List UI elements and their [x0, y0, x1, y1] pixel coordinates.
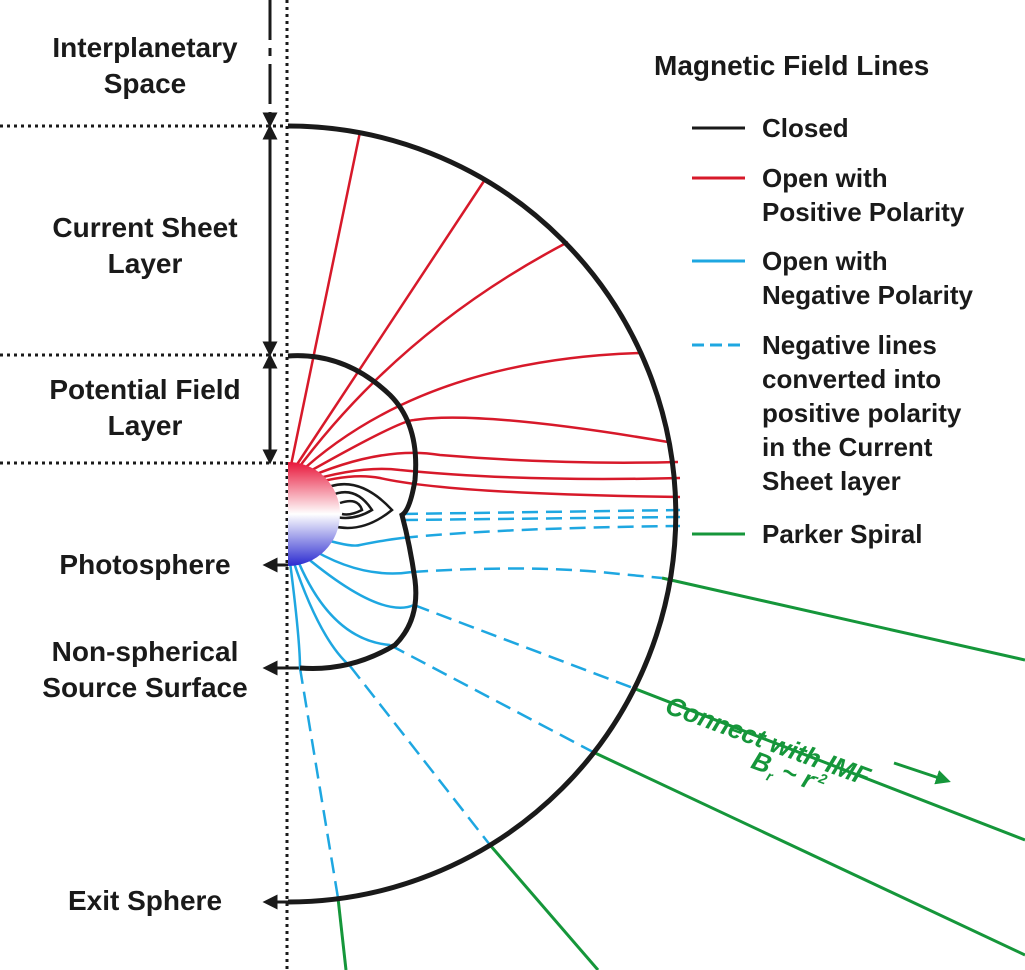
parker-line: [661, 576, 1025, 662]
positive-open-lines: [288, 131, 681, 499]
photosphere-disk: [288, 462, 340, 566]
interplanetary-space-line2: Space: [103, 68, 187, 99]
source-surface-curve: [287, 353, 419, 671]
current-sheet-layer-line1: Current Sheet: [52, 212, 238, 243]
negative-line: [291, 559, 351, 667]
parker-line: [632, 686, 1025, 842]
closed-loop: [317, 483, 394, 530]
legend-negative-line2: Negative Polarity: [762, 280, 973, 310]
converted-line: [401, 508, 681, 516]
positive-line: [292, 240, 569, 475]
parker-line: [592, 750, 1025, 957]
source-surface-line1: Non-spherical: [51, 636, 239, 667]
converted-line: [411, 567, 663, 580]
positive-line: [295, 351, 641, 477]
legend-positive-line2: Positive Polarity: [762, 197, 965, 227]
source-surface-line2: Source Surface: [42, 672, 248, 703]
legend-item-negative: Open with Negative Polarity: [762, 244, 973, 312]
negative-line: [299, 551, 415, 609]
converted-line: [401, 515, 681, 522]
legend-converted-line4: in the Current: [762, 432, 933, 462]
potential-field-layer-line1: Potential Field: [49, 374, 241, 405]
positive-line: [297, 416, 669, 480]
positive-line: [301, 467, 681, 485]
photosphere-label: Photosphere: [59, 549, 231, 580]
legend-item-converted: Negative lines converted into positive p…: [762, 328, 961, 498]
exit-sphere-arc: [287, 123, 679, 905]
legend-swatches: [692, 126, 745, 536]
legend-converted-line1: Negative lines: [762, 330, 937, 360]
exit-sphere-label: Exit Sphere: [67, 885, 223, 916]
closed-loop: [329, 491, 374, 520]
parker-spiral-lines: [336, 576, 1025, 970]
current-sheet-layer-line2: Layer: [107, 248, 183, 279]
converted-line: [349, 665, 491, 846]
converted-line: [389, 643, 594, 754]
closed-loop: [339, 499, 364, 516]
legend-positive-line1: Open with: [762, 163, 888, 193]
converted-line: [401, 524, 681, 540]
interplanetary-space-line1: Interplanetary: [52, 32, 238, 63]
converted-line: [298, 667, 340, 899]
legend-title: Magnetic Field Lines: [654, 50, 930, 81]
positive-line: [299, 451, 679, 483]
closed-loops: [317, 483, 394, 530]
converted-line: [413, 603, 634, 690]
negative-line: [294, 555, 391, 647]
legend-converted-line2: converted into: [762, 364, 942, 394]
parker-line: [488, 844, 600, 970]
current-sheet-layer-label: Current Sheet Layer: [25, 210, 265, 282]
converted-lines: [298, 508, 681, 899]
legend-item-closed: Closed: [762, 111, 849, 145]
positive-line: [288, 131, 362, 471]
positive-line: [290, 177, 488, 473]
interplanetary-space-label: Interplanetary Space: [25, 30, 265, 102]
legend-item-parker: Parker Spiral: [762, 517, 922, 551]
legend-item-positive: Open with Positive Polarity: [762, 161, 964, 229]
potential-field-layer-line2: Layer: [107, 410, 183, 441]
parker-line: [336, 897, 348, 970]
potential-field-layer-label: Potential Field Layer: [25, 372, 265, 444]
legend-closed-line1: Closed: [762, 113, 849, 143]
source-surface-label: Non-spherical Source Surface: [10, 634, 280, 706]
legend-converted-line3: positive polarity: [762, 398, 962, 428]
legend-converted-line5: Sheet layer: [762, 466, 901, 496]
legend-parker-line1: Parker Spiral: [762, 519, 923, 549]
connect-imf-arrow: [893, 761, 951, 785]
negative-line: [288, 561, 302, 669]
legend-negative-line1: Open with: [762, 246, 888, 276]
